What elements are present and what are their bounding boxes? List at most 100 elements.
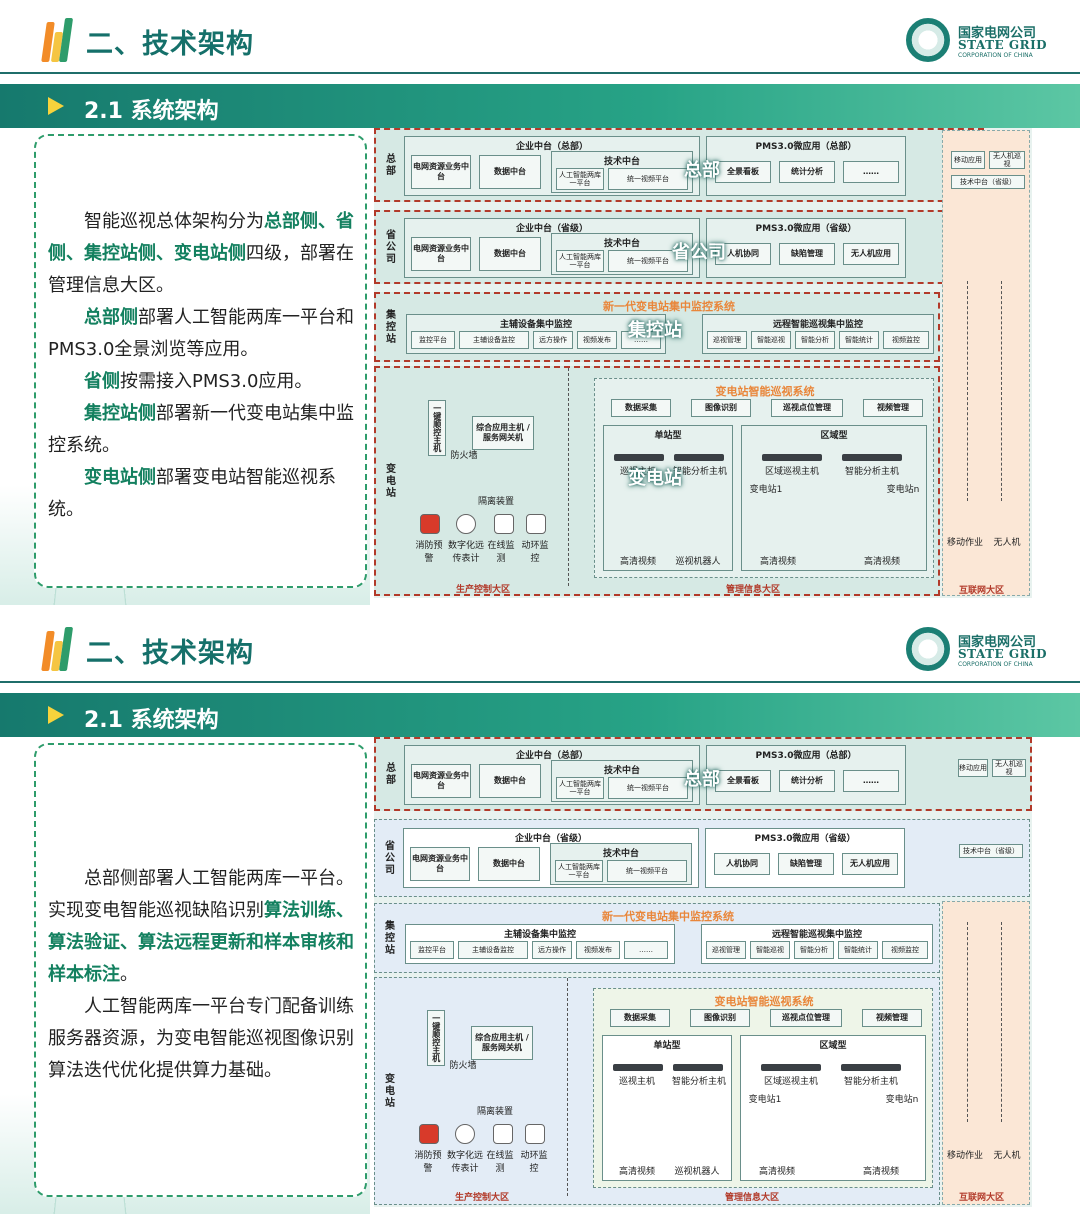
monitor-item: 视频发布: [577, 331, 617, 349]
monitor-item: 智能统计: [839, 331, 879, 349]
robot-label: 巡视机器人: [674, 1167, 720, 1177]
group-title: 企业中台（总部）: [515, 142, 588, 152]
zone-divider: [567, 978, 568, 1196]
brand-sub: CORPORATION OF CHINA: [958, 661, 1033, 668]
monitor-item: ……: [624, 941, 668, 959]
level-label: 变电站: [383, 463, 395, 499]
brand-en: STATE GRID: [958, 647, 1048, 661]
slide-title: 二、技术架构: [86, 638, 254, 669]
pms-item: 无人机应用: [842, 853, 898, 875]
paragraph: 总部侧部署人工智能两库一平台和PMS3.0全景浏览等应用。: [48, 302, 358, 366]
host-label: 巡视主机: [619, 467, 656, 477]
text: 人工智能两库一平台专门配备训练服务器资源，为变电智能巡视图像识别算法迭代优化提供…: [48, 996, 354, 1081]
paragraph: 变电站侧部署变电站智能巡视系统。: [48, 462, 358, 526]
internet-app-box: 无人机巡视: [992, 759, 1026, 777]
monitor-item: 智能巡视: [751, 331, 791, 349]
grid-resource-box: 电网资源业务中台: [411, 764, 471, 798]
overlay-label: 省公司: [672, 242, 726, 263]
device-label: 数字化远传表计: [446, 1151, 483, 1174]
tech-platform-group: 技术中台 人工智能两库一平台 统一视频平台: [551, 760, 693, 802]
pms-item: ……: [843, 161, 899, 183]
server-icon: [762, 454, 822, 461]
level-control: 集控站 新一代变电站集中监控系统 主辅设备集中监控 监控平台 主辅设备监控 远方…: [374, 903, 940, 973]
text: 部署新一代变电站集中监控系统。: [48, 403, 354, 456]
level-label: 总部: [383, 153, 395, 177]
overlay-label: 变电站: [628, 468, 682, 489]
paragraph: 智能巡视总体架构分为总部侧、省侧、集控站侧、变电站侧四级，部署在管理信息大区。: [48, 206, 358, 302]
module-box: 巡视点位管理: [771, 399, 843, 417]
monitor-item: ……: [621, 331, 661, 349]
arrow-icon: [48, 706, 64, 724]
level-label: 变电站: [382, 1073, 394, 1109]
main-aux-monitor-group: 主辅设备集中监控 监控平台 主辅设备监控 远方操作 视频发布 ……: [406, 314, 666, 354]
level-label: 集控站: [383, 309, 395, 345]
module-box: 图像识别: [691, 399, 751, 417]
server-icon: [674, 454, 724, 461]
pms-item: 无人机应用: [843, 243, 899, 265]
monitor-item: 主辅设备监控: [459, 331, 529, 349]
module-box: 图像识别: [690, 1009, 750, 1027]
text: 按需接入PMS3.0应用。: [120, 371, 313, 392]
level-control: 集控站 新一代变电站集中监控系统 主辅设备集中监控 监控平台 主辅设备监控 远方…: [374, 292, 940, 362]
slide-1: 二、技术架构 国家电网公司 STATE GRID CORPORATION OF …: [0, 0, 1080, 605]
camera-label: 高清视频: [619, 557, 656, 567]
pms-item: 统计分析: [779, 770, 835, 792]
highlight: 算法训练、算法验证、算法远程更新和样本审核和样本标注: [48, 900, 354, 985]
fire-alarm-icon: [419, 1124, 439, 1144]
camera-label: 高清视频: [862, 1167, 899, 1177]
control-system-title: 新一代变电站集中监控系统: [602, 910, 734, 923]
video-platform-box: 统一视频平台: [608, 250, 688, 272]
main-host-box: 综合应用主机 / 服务网关机: [471, 1026, 533, 1060]
ai-platform-box: 人工智能两库一平台: [555, 860, 603, 882]
camera-label: 高清视频: [618, 1167, 655, 1177]
group-title: PMS3.0微应用（省级）: [755, 224, 857, 234]
internet-app-box: 移动应用: [951, 151, 985, 169]
connector-line: [1001, 281, 1002, 501]
brand-en: STATE GRID: [958, 38, 1048, 52]
one-key-host-box: 一键顺控主机: [427, 1010, 445, 1066]
group-title: 企业中台（省级）: [515, 224, 588, 234]
zone-label: 管理信息大区: [726, 585, 781, 595]
state-grid-emblem-icon: [906, 18, 950, 62]
group-title: PMS3.0微应用（总部）: [755, 142, 857, 152]
paragraph: 省侧按需接入PMS3.0应用。: [48, 366, 358, 398]
drone-label: 无人机: [993, 1151, 1021, 1161]
tech-platform-group: 技术中台 人工智能两库一平台 统一视频平台: [550, 843, 692, 885]
pms-item: 全景看板: [715, 770, 771, 792]
group-title: 远程智能巡视集中监控: [771, 930, 862, 940]
highlight: 变电站侧: [84, 467, 156, 488]
firewall-label: 防火墙: [450, 451, 478, 461]
device-label: 在线监测: [486, 1151, 514, 1174]
pms-group: PMS3.0微应用（省级） 人机协同 缺陷管理 无人机应用: [705, 828, 905, 888]
group-title: 单站型: [654, 431, 682, 441]
camera-label: 高清视频: [759, 557, 796, 567]
level-substation: 变电站 一键顺控主机 防火墙 综合应用主机 / 服务网关机 变电站智能巡视系统 …: [374, 977, 940, 1205]
grid-resource-box: 电网资源业务中台: [411, 237, 471, 271]
architecture-diagram: 总部 企业中台（总部） 电网资源业务中台 数据中台 技术中台 人工智能两库一平台…: [374, 128, 1032, 598]
state-grid-emblem-icon: [906, 627, 950, 671]
module-box: 数据采集: [611, 399, 671, 417]
tech-platform-group: 技术中台 人工智能两库一平台 统一视频平台: [551, 151, 693, 193]
inspection-system-group: 变电站智能巡视系统 数据采集 图像识别 巡视点位管理 视频管理 单站型 巡视主机…: [593, 988, 933, 1188]
station-label: 变电站n: [885, 1095, 919, 1105]
pms-item: 缺陷管理: [778, 853, 834, 875]
control-system-title: 新一代变电站集中监控系统: [603, 300, 735, 313]
highlight: 集控站侧: [84, 403, 156, 424]
drone-label: 无人机: [993, 538, 1021, 548]
inspection-system-title: 变电站智能巡视系统: [715, 385, 815, 398]
highlight: 总部侧、省侧、集控站侧、变电站侧: [48, 211, 354, 264]
monitor-item: 智能统计: [838, 941, 878, 959]
overlay-label: 集控站: [628, 320, 682, 341]
zone-label: 管理信息大区: [725, 1193, 780, 1203]
pms-group: PMS3.0微应用（总部） 全景看板 统计分析 ……: [706, 136, 906, 196]
data-platform-box: 数据中台: [478, 847, 540, 881]
pms-item: 人机协同: [715, 243, 771, 265]
group-title: 技术中台: [603, 239, 640, 249]
device-label: 消防预警: [415, 541, 443, 564]
text: 四级，部署在管理信息大区。: [48, 243, 354, 296]
pms-item: 统计分析: [779, 161, 835, 183]
remote-inspection-group: 远程智能巡视集中监控 巡视管理 智能巡视 智能分析 智能统计 视频监控: [701, 924, 933, 964]
camera-label: 高清视频: [863, 557, 900, 567]
architecture-diagram: 总部 企业中台（总部） 电网资源业务中台 数据中台 技术中台 人工智能两库一平台…: [374, 737, 1032, 1207]
inspection-system-group: 变电站智能巡视系统 数据采集 图像识别 巡视点位管理 视频管理 单站型 巡视主机…: [594, 378, 934, 578]
